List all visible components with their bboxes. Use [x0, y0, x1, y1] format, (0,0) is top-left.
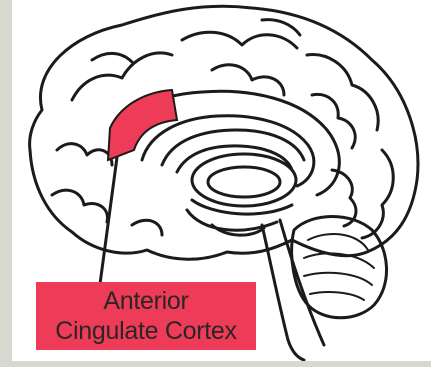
- brain-diagram: Anterior Cingulate Cortex: [12, 0, 431, 361]
- anterior-cingulate-cortex-label: Anterior Cingulate Cortex: [36, 282, 256, 350]
- anterior-cingulate-highlight: [108, 90, 177, 160]
- pointer-line: [100, 150, 118, 284]
- label-line-2: Cingulate Cortex: [55, 316, 236, 346]
- label-line-1: Anterior: [103, 286, 188, 316]
